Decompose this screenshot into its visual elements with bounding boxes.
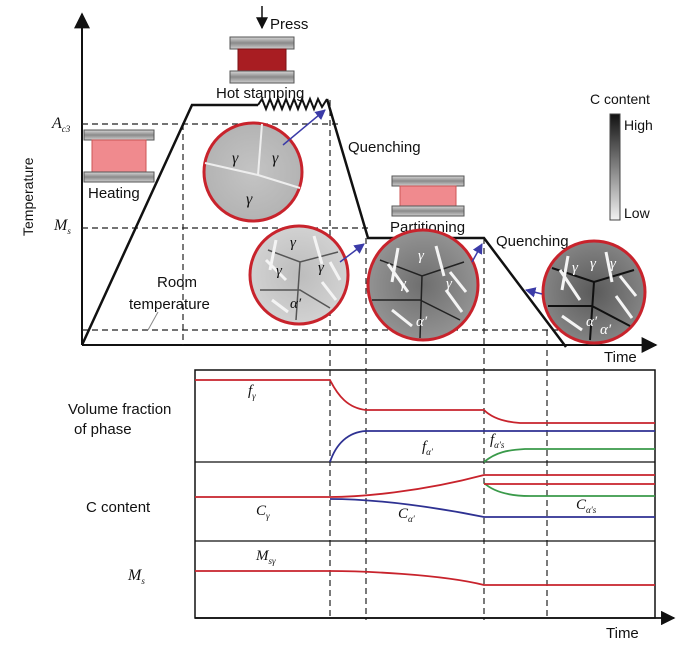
austenite-phase-label: γ (572, 260, 579, 276)
curve-f-alpha (329, 430, 655, 463)
hot-stamping-zigzag (257, 96, 328, 112)
heating-furnace-icon (83, 129, 155, 183)
austenite-phase-label: γ (232, 150, 239, 167)
label-ms-gamma: Msγ (255, 548, 276, 566)
label-f-alpha: fα′ (422, 439, 434, 457)
row-label-c-content: C content (86, 499, 151, 516)
process-chart: Temperature Time Ac3 Ms Room temperature (20, 6, 658, 620)
curve-c-alpha (329, 498, 655, 518)
austenite-phase-label: γ (272, 150, 279, 167)
label-c-alpha: Cα′ (398, 506, 416, 524)
c-content-legend-high: High (624, 117, 653, 133)
label-f-alpha-s: fα′s (490, 432, 505, 450)
evolution-frame (194, 369, 656, 619)
c-content-colorbar (609, 113, 621, 221)
zoom-arrow-2 (339, 243, 365, 263)
heating-label: Heating (88, 185, 140, 202)
press-icon (229, 6, 295, 84)
austenite-phase-label: γ (246, 191, 253, 208)
quenching-label-1: Quenching (348, 139, 421, 156)
curve-ms-gamma (195, 570, 655, 586)
room-temp-label-line1: Room (157, 274, 197, 291)
austenite-phase-label: γ (590, 256, 597, 272)
martensite-phase-label: α′ (290, 296, 302, 312)
microstructure-final: γ γ γ α′ α′ (541, 239, 647, 345)
martensite-phase-label: α′ (586, 314, 598, 330)
austenite-phase-label: γ (446, 276, 453, 292)
curve-f-gamma (195, 379, 655, 424)
room-temp-pointer (147, 311, 159, 331)
label-f-gamma: fγ (248, 383, 256, 401)
evolution-time-label: Time (606, 625, 639, 642)
austenite-phase-label: γ (318, 260, 325, 276)
partitioning-furnace-icon (391, 175, 465, 217)
zoom-arrow-4 (524, 287, 543, 298)
austenite-phase-label: γ (610, 256, 617, 272)
room-temp-label-line2: temperature (129, 296, 210, 313)
microstructure-partitioned: γ γ γ α′ (366, 228, 480, 342)
martensite-phase-label: α′ (600, 322, 612, 338)
time-axis-label: Time (604, 349, 637, 366)
zoom-arrow-3 (471, 243, 483, 263)
austenite-phase-label: γ (418, 248, 425, 264)
zoom-arrow-1 (282, 109, 326, 146)
austenite-phase-label: γ (400, 276, 407, 292)
curve-c-gamma (195, 474, 655, 498)
austenite-phase-label: γ (290, 235, 297, 251)
martensite-phase-label: α′ (416, 314, 428, 330)
hot-stamping-label: Hot stamping (216, 85, 304, 102)
evolution-panel: Time Volume fraction of phase C content … (68, 369, 676, 642)
ms-label: Ms (53, 217, 71, 236)
microstructure-austenite: γ γ γ (202, 121, 304, 223)
c-content-legend-low: Low (624, 205, 651, 221)
quenching-label-2: Quenching (496, 233, 569, 250)
label-c-alpha-s: Cα′s (576, 497, 597, 515)
label-c-gamma: Cγ (256, 503, 270, 521)
row-label-ms: Ms (127, 567, 145, 586)
press-label: Press (270, 16, 308, 33)
row-label-volume-fraction-2: of phase (74, 421, 132, 438)
microstructure-quenched: γ γ γ α′ (248, 224, 350, 326)
ac3-label: Ac3 (51, 115, 71, 134)
c-content-legend-title: C content (590, 91, 650, 107)
curve-f-alpha-s (483, 448, 655, 463)
austenite-phase-label: γ (276, 263, 283, 279)
temperature-axis-label: Temperature (20, 157, 36, 236)
process-curve (80, 103, 258, 346)
curve-c-alpha-s (483, 482, 655, 497)
row-label-volume-fraction-1: Volume fraction (68, 401, 171, 418)
